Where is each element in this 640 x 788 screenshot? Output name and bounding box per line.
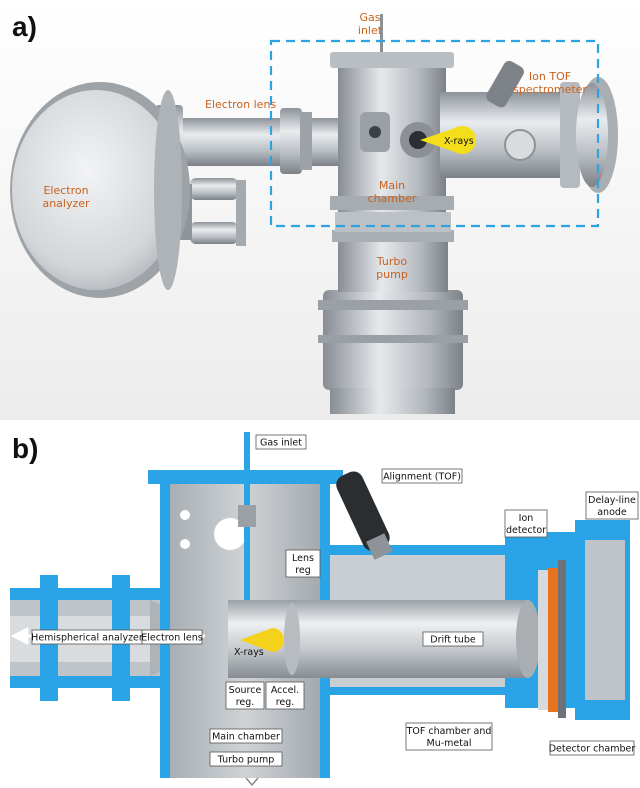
delay-line-anode-bar (548, 568, 558, 712)
panel-b: b) (0, 424, 640, 788)
tof-chamber-label-line2: Mu-metal (427, 738, 472, 749)
label-hemispherical: Hemispherical analyzer (31, 629, 143, 645)
panel-b-letter: b) (12, 433, 38, 464)
gas-inlet-label-line2: inlet (358, 24, 383, 37)
electron-analyzer-label-line1: Electron (43, 184, 88, 197)
electron-lens-label: Electron lens (205, 98, 276, 111)
label-delay-line: Delay-line anode (585, 491, 639, 520)
electron-analyzer-label-line2: analyzer (42, 197, 90, 210)
label-main-chamber-b: Main chamber (209, 728, 283, 744)
tof-chamber-label-line1: TOF chamber and (406, 726, 492, 737)
main-chamber-label-line2: chamber (368, 192, 417, 205)
ion-tof-label-line2: spectrometer (513, 83, 587, 96)
turbo-pump-label-line2: pump (376, 268, 408, 281)
detector-render (538, 560, 566, 718)
turbo-pump-render (318, 230, 468, 414)
ion-tof-label-line1: Ion TOF (529, 70, 571, 83)
label-accel-reg: Accel. reg. (265, 681, 305, 710)
xrays-label-b: X-rays (234, 647, 264, 658)
drift-tube-label: Drift tube (430, 635, 476, 646)
electron-analyzer-render (10, 82, 190, 298)
label-tof-chamber: TOF chamber and Mu-metal (405, 722, 493, 751)
ion-detector-label-line2: detector (506, 525, 546, 536)
label-source-reg: Source reg. (225, 681, 265, 710)
source-reg-label-line2: reg. (236, 697, 255, 708)
hemispherical-label: Hemispherical analyzer (31, 633, 143, 644)
xray-beam-icon (420, 126, 477, 154)
lens-reg-label-line1: Lens (292, 553, 314, 564)
xrays-label-a: X-rays (444, 136, 474, 147)
main-chamber-label-line1: Main (379, 179, 405, 192)
turbo-pump-label-b: Turbo pump (217, 755, 275, 766)
label-lens-reg: Lens reg (285, 549, 321, 578)
lens-reg-label-line2: reg (295, 565, 311, 576)
gas-inlet-tube (238, 432, 256, 612)
alignment-label: Alignment (TOF) (383, 472, 461, 483)
gas-inlet-label-line1: Gas (360, 11, 381, 24)
accel-reg-label-line1: Accel. (271, 685, 299, 696)
xray-beam-b-icon (240, 628, 284, 652)
source-reg-label-line1: Source (229, 685, 262, 696)
delay-line-label-line2: anode (597, 507, 627, 518)
label-drift-tube: Drift tube (422, 631, 484, 647)
gas-inlet-label-b: Gas inlet (260, 438, 302, 449)
main-chamber-label-b: Main chamber (212, 732, 280, 743)
label-alignment: Alignment (TOF) (381, 468, 463, 484)
tof-region-dashed-box (269, 39, 600, 228)
delay-line-label-line1: Delay-line (588, 495, 636, 506)
ion-tof-render (440, 60, 618, 193)
ion-detector-label-line1: Ion (519, 513, 534, 524)
alignment-tof-render (336, 471, 393, 560)
label-detector-chamber: Detector chamber (549, 740, 636, 756)
label-gas-inlet: Gas inlet (255, 434, 307, 450)
electron-lens-label-b: Electron lens (141, 633, 202, 644)
panel-a: a) Gas inlet Ion TOF spectrometer Electr… (0, 0, 640, 420)
label-turbo-pump-b: Turbo pump (209, 751, 283, 767)
accel-reg-label-line2: reg. (276, 697, 295, 708)
xray-port-render (400, 122, 477, 158)
panel-a-letter: a) (12, 11, 37, 42)
turbo-pump-label-line1: Turbo (376, 255, 408, 268)
label-electron-lens-b: Electron lens (141, 629, 203, 645)
label-ion-detector: Ion detector (504, 509, 548, 538)
detector-chamber-label: Detector chamber (549, 744, 636, 755)
